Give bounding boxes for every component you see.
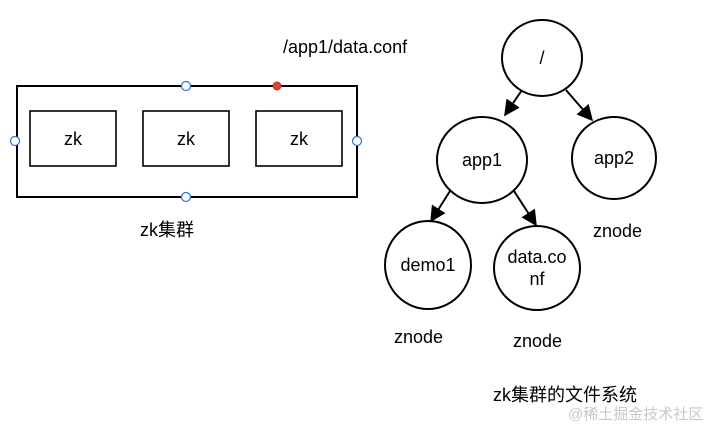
zk-node-label-1: zk	[64, 128, 82, 149]
tree-node-demo1[interactable]	[384, 220, 472, 310]
resize-handle-top[interactable]	[180, 80, 192, 92]
tree-node-app2[interactable]	[571, 116, 657, 200]
tree-app1-label: app1	[461, 150, 503, 170]
tree-root-label: /	[539, 48, 545, 68]
resize-handle-bottom[interactable]	[180, 191, 192, 203]
filesystem-caption: zk集群的文件系统	[493, 385, 637, 405]
watermark-text: @稀土掘金技术社区	[568, 406, 704, 423]
tree-data-conf-label: data.conf	[507, 247, 567, 289]
tree-node-app1[interactable]	[436, 116, 528, 204]
resize-handle-left[interactable]	[9, 135, 21, 147]
tree-app2-label: app2	[593, 148, 635, 168]
edge-root-app2	[565, 89, 594, 122]
cluster-caption: zk集群	[140, 220, 194, 240]
resize-handle-right[interactable]	[351, 135, 363, 147]
rotate-handle[interactable]	[272, 81, 282, 91]
znode-label-demo1: znode	[394, 327, 444, 347]
znode-label-app2: znode	[593, 221, 643, 241]
zk-node-label-2: zk	[177, 128, 195, 149]
zk-box-1	[29, 110, 117, 167]
zk-box-3	[255, 110, 343, 167]
zk-box-2	[142, 110, 230, 167]
tree-node-root[interactable]	[501, 19, 583, 97]
edge-root-app1	[504, 89, 523, 117]
znode-label-data-conf: znode	[513, 331, 563, 351]
tree-demo1-label: demo1	[400, 255, 456, 275]
edge-app1-demo1	[430, 190, 451, 223]
zk-node-label-3: zk	[290, 128, 308, 149]
path-label: /app1/data.conf	[283, 37, 408, 57]
edge-app1-data-conf	[513, 190, 537, 227]
tree-node-data-conf[interactable]	[493, 225, 581, 311]
